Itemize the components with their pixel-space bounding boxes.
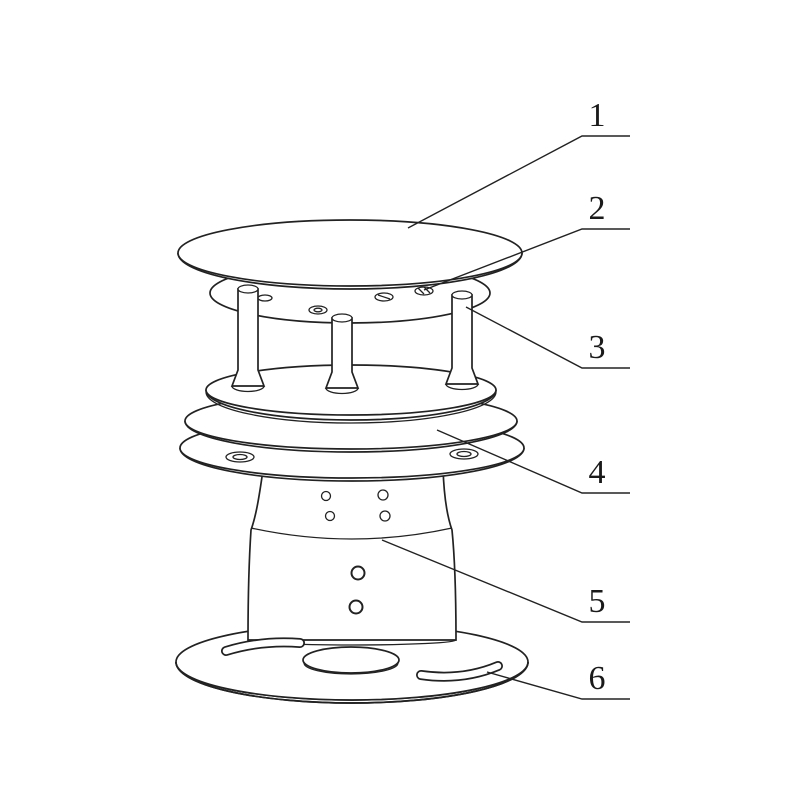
callout-leader-3 (465, 306, 630, 369)
top-cap (177, 219, 523, 290)
callout-leader-5 (381, 539, 630, 623)
screw-hatch (417, 286, 431, 295)
cap-top-surface (177, 219, 523, 287)
callout-leader-6 (486, 671, 630, 700)
plate-hole (257, 294, 273, 302)
shield-collar (205, 364, 497, 424)
body-hole (324, 510, 336, 522)
base-center-hole-depth (303, 662, 399, 675)
sensor-body (247, 467, 457, 646)
body-hole (379, 510, 391, 522)
base-rim-edge (175, 661, 529, 704)
plate-hole (308, 305, 328, 315)
callout-label-1: 1 (589, 97, 606, 134)
post-top (237, 284, 259, 294)
callout-label-3: 3 (589, 329, 606, 366)
body-seam (250, 527, 453, 540)
post-foot-edge (445, 383, 479, 391)
body-hole-large (348, 599, 364, 615)
callout-leader-2 (423, 228, 630, 291)
base-slot-right-inner (417, 662, 502, 680)
post-top (451, 290, 473, 300)
post-foot-edge (325, 387, 359, 395)
collar-lip-edge (205, 391, 497, 424)
callout-label-5: 5 (589, 583, 606, 620)
post-shaft (324, 317, 360, 389)
shield-ring-holes (225, 448, 479, 463)
body-hole-large (350, 565, 366, 581)
body-hole (320, 490, 332, 502)
mounting-base-details (221, 637, 503, 682)
collar-rim-edge (205, 389, 497, 421)
base-slot-left-inner (222, 639, 304, 655)
callout-leader-1 (407, 135, 630, 229)
ring-hole-left (225, 451, 255, 463)
body-hole (377, 489, 389, 501)
callout-1: 1 (407, 97, 630, 229)
ring-hole-right-inner (456, 450, 472, 458)
ring-lower-rim-edge (179, 447, 525, 482)
callout-2: 2 (423, 190, 630, 291)
callout-5: 5 (381, 539, 630, 623)
underplate-details (257, 286, 434, 315)
ring-hole-left-inner (232, 453, 248, 461)
callout-label-6: 6 (589, 660, 606, 697)
transducer-post-left (230, 284, 266, 393)
cap-rim-edge (177, 252, 523, 290)
callout-label-2: 2 (589, 190, 606, 227)
callout-6: 6 (486, 660, 630, 700)
callout-leader-4 (436, 429, 630, 494)
screw-slot (377, 294, 391, 300)
ring-middle-rim-edge (184, 420, 518, 453)
post-top (331, 313, 353, 323)
ring-hole-right (449, 448, 479, 460)
post-foot-edge (231, 385, 265, 393)
plate-hole-inner (313, 307, 323, 313)
body-outline (247, 467, 457, 641)
callout-label-4: 4 (589, 454, 606, 491)
transducer-post-right (444, 290, 480, 391)
transducer-post-middle (324, 313, 360, 395)
callout-4: 4 (436, 429, 630, 494)
callout-3: 3 (465, 306, 630, 369)
base-center-hole (302, 646, 400, 674)
